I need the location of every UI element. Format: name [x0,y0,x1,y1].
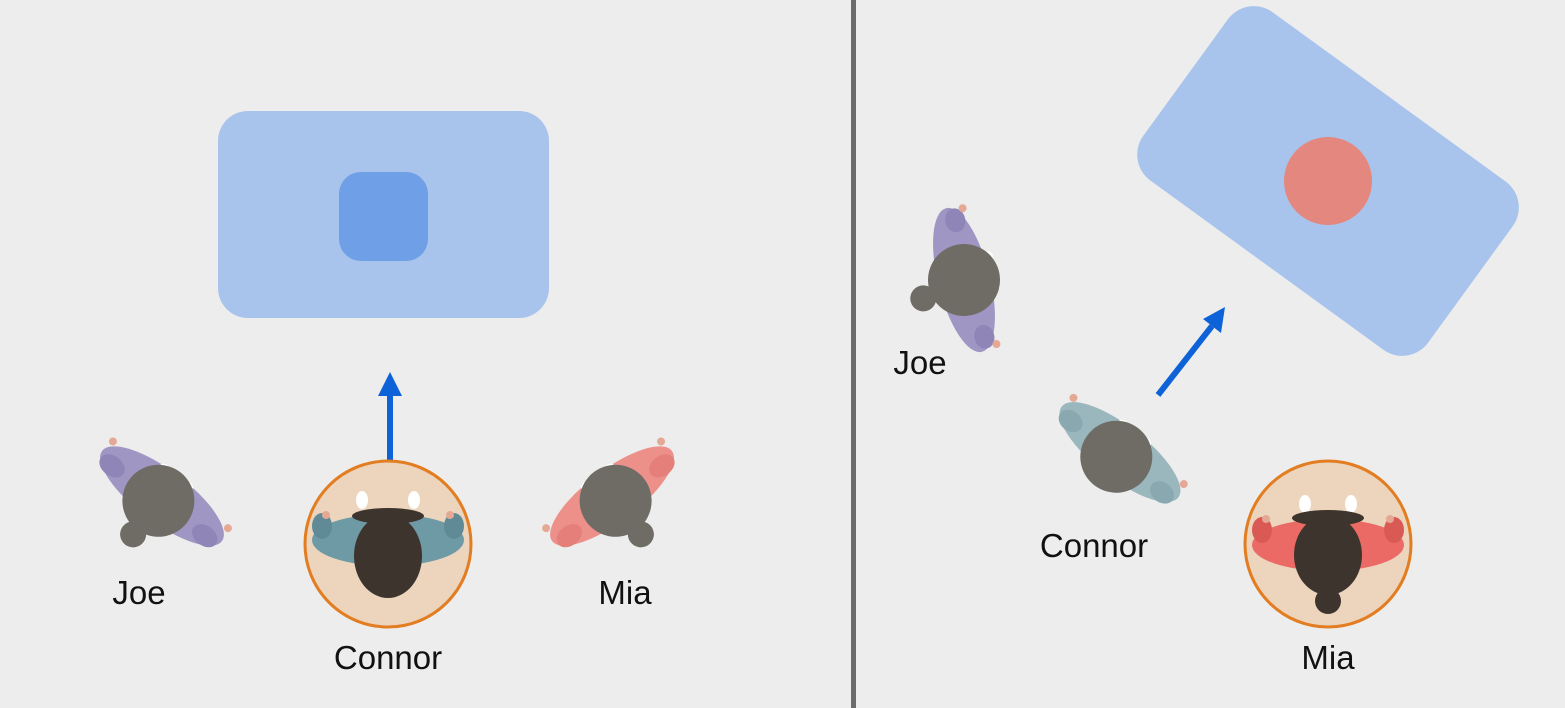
left-panel [99,111,675,629]
label-connor-right: Connor [1039,527,1149,564]
right-panel [910,6,1519,629]
person-connor-left [303,459,473,629]
facing-arrow-right [1155,307,1225,397]
panel-divider [851,0,856,708]
label-joe-left: Joe [112,574,166,611]
screen-center-marker-left [339,172,428,261]
person-joe-right [910,204,1001,353]
person-mia-right [1243,459,1413,629]
label-connor-left: Connor [333,639,443,676]
screen-center-marker-right [1284,137,1372,225]
person-mia-left [542,437,675,548]
label-joe-right: Joe [893,344,947,381]
label-mia-right: Mia [1301,639,1355,676]
label-mia-left: Mia [598,574,652,611]
person-connor-right [1058,393,1188,504]
person-joe-left [99,437,232,548]
